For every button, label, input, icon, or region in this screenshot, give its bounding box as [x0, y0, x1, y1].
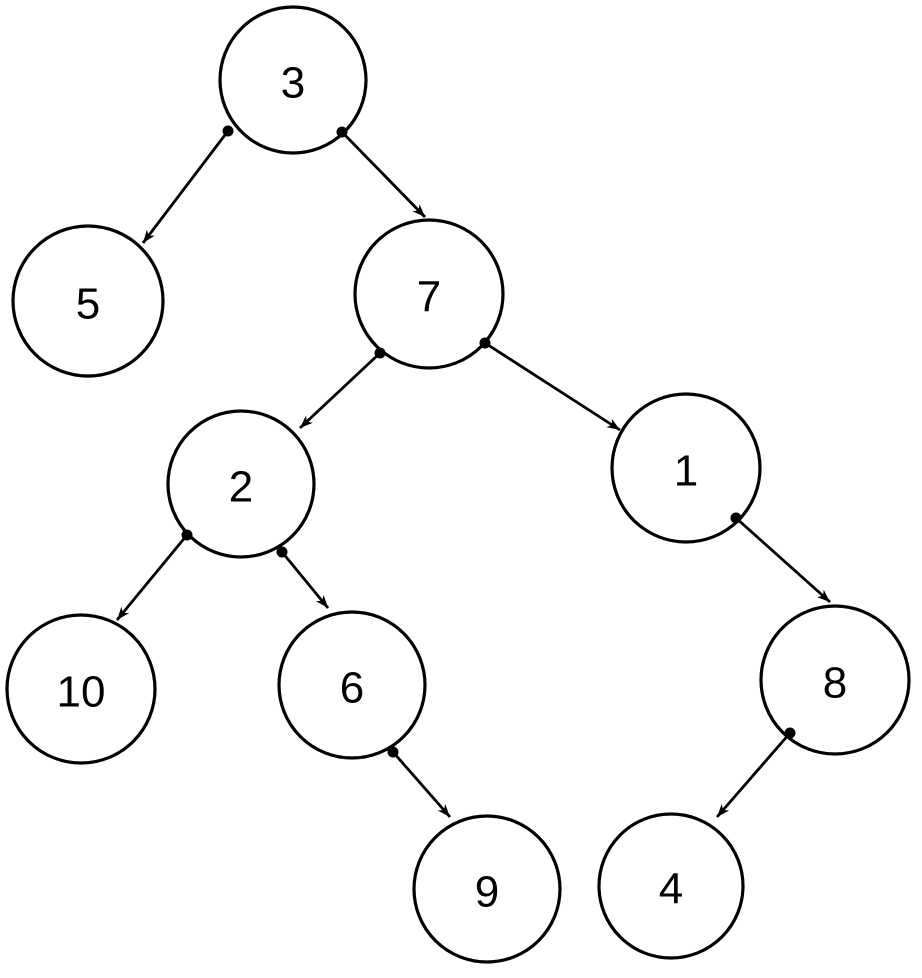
node-circle — [277, 610, 427, 760]
node-circle — [11, 224, 165, 378]
tree-edge-7-to-2 — [299, 347, 386, 430]
tree-edge-6-to-9 — [387, 746, 452, 818]
edge-origin-dot-icon — [181, 529, 193, 541]
node-label: 5 — [76, 280, 100, 329]
edge-origin-dot-icon — [222, 125, 234, 137]
edge-origin-dot-icon — [479, 337, 491, 349]
edge-line — [735, 516, 831, 604]
edge-origin-dot-icon — [730, 512, 742, 524]
edge-line — [484, 341, 621, 432]
tree-edge-7-to-1 — [479, 337, 621, 432]
node-label: 8 — [823, 659, 847, 708]
edge-origin-dot-icon — [784, 727, 796, 739]
node-label: 6 — [340, 664, 364, 713]
edge-line — [715, 732, 792, 818]
tree-edge-2-to-6 — [276, 546, 330, 609]
node-label: 1 — [674, 447, 698, 496]
node-circle — [610, 392, 762, 544]
edge-line — [299, 351, 381, 430]
edge-origin-dot-icon — [276, 546, 288, 558]
node-label: 4 — [659, 865, 683, 914]
node-label: 10 — [57, 668, 106, 717]
tree-node-5: 5 — [11, 224, 165, 378]
edge-line — [280, 551, 330, 609]
tree-edge-2-to-10 — [115, 529, 193, 621]
edge-line — [340, 131, 427, 218]
tree-node-10: 10 — [5, 613, 157, 765]
tree-node-3: 3 — [218, 5, 368, 155]
edge-line — [141, 130, 230, 244]
tree-node-2: 2 — [166, 409, 316, 559]
node-circle — [353, 218, 505, 370]
node-circle — [218, 5, 368, 155]
tree-node-9: 9 — [412, 814, 562, 964]
tree-node-7: 7 — [353, 218, 505, 370]
node-circle — [166, 409, 316, 559]
edge-line — [115, 534, 189, 621]
edge-origin-dot-icon — [336, 126, 348, 138]
edge-origin-dot-icon — [387, 746, 399, 758]
node-label: 3 — [281, 59, 305, 108]
node-circle — [597, 812, 745, 960]
edge-line — [391, 751, 452, 818]
tree-edge-3-to-5 — [141, 125, 234, 244]
node-label: 9 — [475, 868, 499, 917]
tree-node-6: 6 — [277, 610, 427, 760]
tree-node-1: 1 — [610, 392, 762, 544]
tree-edge-8-to-4 — [715, 727, 796, 818]
node-label: 2 — [229, 463, 253, 512]
tree-edge-1-to-8 — [730, 512, 831, 604]
tree-node-8: 8 — [759, 604, 911, 756]
node-label: 7 — [417, 273, 441, 322]
tree-edge-3-to-7 — [336, 126, 427, 218]
tree-node-4: 4 — [597, 812, 745, 960]
edge-origin-dot-icon — [374, 347, 386, 359]
node-circle — [759, 604, 911, 756]
node-circle — [5, 613, 157, 765]
node-circle — [412, 814, 562, 964]
